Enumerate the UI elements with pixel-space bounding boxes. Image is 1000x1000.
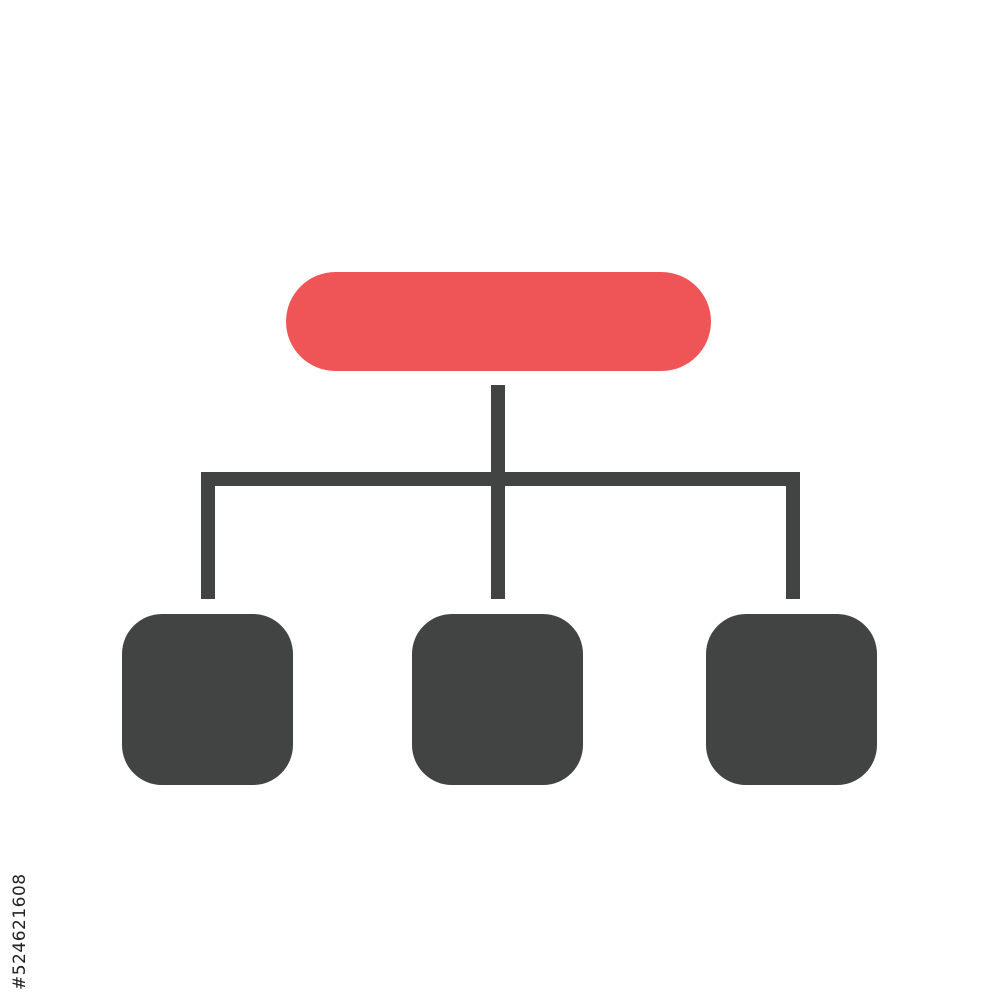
connector-left-drop <box>201 472 215 599</box>
child-node-center <box>412 614 583 785</box>
root-node <box>286 272 711 371</box>
child-node-left <box>122 614 293 785</box>
child-node-right <box>706 614 877 785</box>
stock-id-label: #524621608 <box>10 873 30 990</box>
connector-center-drop <box>491 472 505 599</box>
connector-vertical-top <box>491 385 505 480</box>
connector-right-drop <box>786 472 800 599</box>
